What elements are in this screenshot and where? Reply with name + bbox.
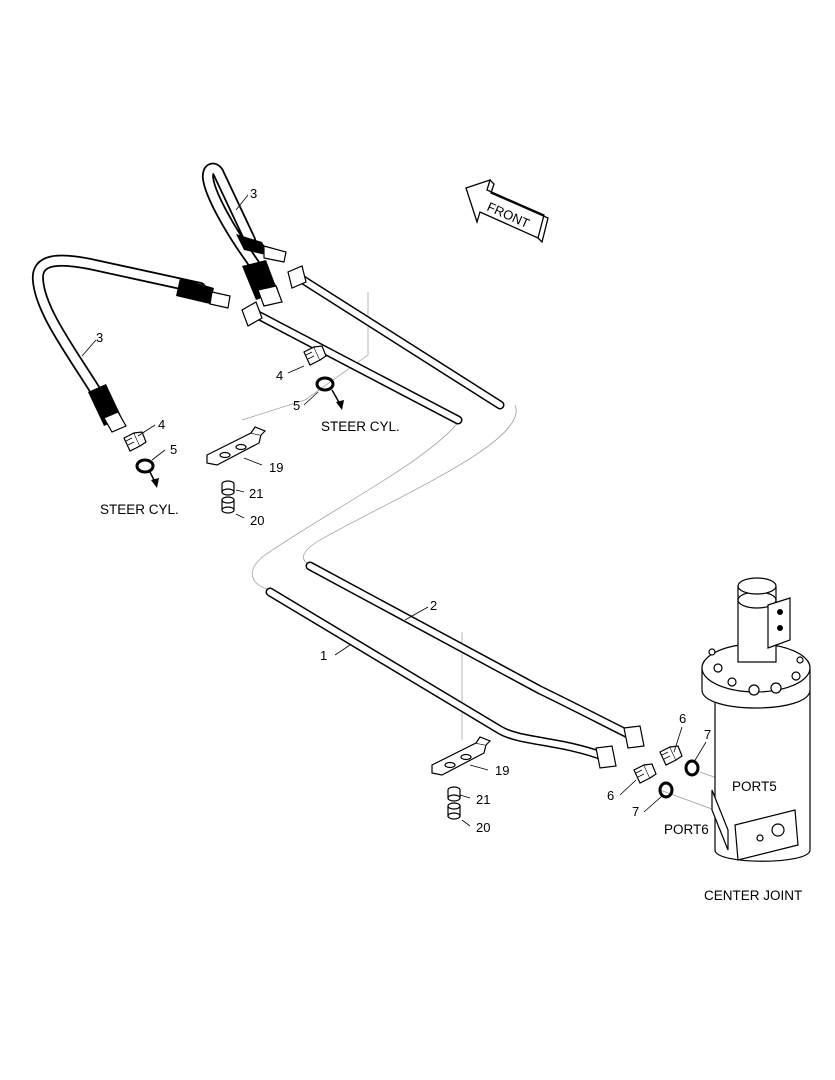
oring-7-upper[interactable] <box>684 759 700 777</box>
callout-21-lower: 21 <box>476 792 490 807</box>
callout-3-left: 3 <box>96 330 103 345</box>
callout-19-upper: 19 <box>269 460 283 475</box>
center-joint-label: CENTER JOINT <box>704 888 802 903</box>
port5-label: PORT5 <box>732 779 777 794</box>
adapter-6-upper[interactable] <box>659 745 683 766</box>
callout-5-left: 5 <box>170 442 177 457</box>
hose-3-left[interactable] <box>31 254 231 433</box>
callout-7-lower: 7 <box>632 804 639 819</box>
oring-7-lower[interactable] <box>658 781 674 799</box>
callout-2: 2 <box>430 598 437 613</box>
tube-2[interactable] <box>305 561 645 749</box>
callout-6-lower: 6 <box>607 788 614 803</box>
steer-cyl-label-left: STEER CYL. <box>100 502 179 517</box>
callout-4-left: 4 <box>158 417 165 432</box>
bolt-20-21-upper[interactable] <box>221 480 235 514</box>
tube-1[interactable] <box>265 587 617 769</box>
callout-3-top: 3 <box>250 186 257 201</box>
hose-3-left-fitting-lower <box>88 384 127 433</box>
adapter-6-lower[interactable] <box>633 763 657 784</box>
routing-guide-lines <box>241 292 729 813</box>
callout-20-upper: 20 <box>250 513 264 528</box>
bolt-20-21-lower[interactable] <box>447 786 461 820</box>
oring-5-left[interactable] <box>135 458 159 488</box>
port6-label: PORT6 <box>664 822 709 837</box>
callout-21-upper: 21 <box>249 486 263 501</box>
hose-3-top[interactable] <box>201 162 287 307</box>
steer-cyl-label-right: STEER CYL. <box>321 419 400 434</box>
tube-upper-pair[interactable] <box>241 265 505 425</box>
callout-5-upper: 5 <box>293 398 300 413</box>
clamp-19-upper[interactable] <box>206 426 266 466</box>
callout-1: 1 <box>320 648 327 663</box>
oring-5-upper[interactable] <box>315 376 344 410</box>
adapter-4-upper[interactable] <box>303 345 327 366</box>
callout-19-lower: 19 <box>495 763 509 778</box>
clamp-19-lower[interactable] <box>431 736 491 776</box>
callout-20-lower: 20 <box>476 820 490 835</box>
callout-6-upper: 6 <box>679 711 686 726</box>
center-joint[interactable] <box>701 577 811 862</box>
leader-lines <box>81 194 707 827</box>
front-arrow: FRONT <box>465 178 549 244</box>
hose-3-left-fitting-upper <box>176 278 231 309</box>
callout-7-upper: 7 <box>704 727 711 742</box>
callout-4-upper: 4 <box>276 368 283 383</box>
adapter-4-left[interactable] <box>123 431 147 452</box>
